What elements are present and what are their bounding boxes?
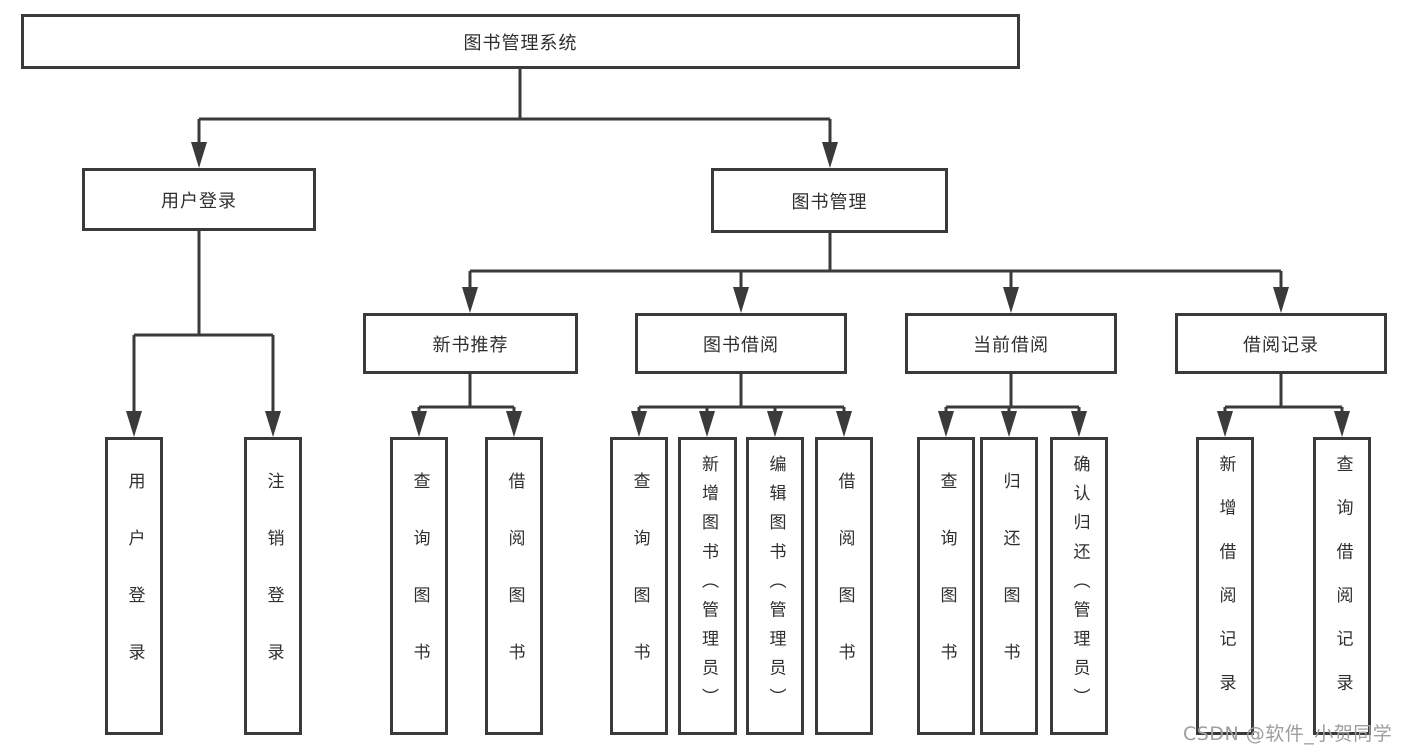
arrow-icon: [265, 411, 281, 437]
arrow-icon: [822, 142, 838, 168]
arrow-icon: [191, 142, 207, 168]
node-cb-return-label: 归还图书: [999, 472, 1020, 700]
arrow-icon: [836, 411, 852, 437]
node-br-add-label: 新增借阅记录: [1215, 455, 1236, 717]
node-bb-borrow-label: 借阅图书: [834, 472, 855, 700]
node-bb-add: 新增图书（管理员）: [678, 437, 737, 735]
connector-book-borrow-children: [637, 374, 846, 417]
node-borrow-record: 借阅记录: [1175, 313, 1387, 374]
connector-borrow-record-children: [1223, 374, 1344, 417]
node-bb-edit-label: 编辑图书（管理员）: [765, 455, 786, 717]
connector-book-mgmt-children: [468, 233, 1283, 293]
node-cb-query-label: 查询图书: [936, 472, 957, 700]
node-root: 图书管理系统: [21, 14, 1020, 69]
connector-current-borrow-children: [944, 374, 1081, 417]
node-bb-add-label: 新增图书（管理员）: [698, 455, 718, 717]
node-rec-borrow: 借阅图书: [485, 437, 543, 735]
node-cb-query: 查询图书: [917, 437, 975, 735]
node-br-query-label: 查询借阅记录: [1332, 455, 1353, 717]
arrow-icon: [1003, 287, 1019, 313]
node-br-query: 查询借阅记录: [1313, 437, 1371, 735]
node-bb-edit: 编辑图书（管理员）: [746, 437, 804, 735]
node-new-book-rec-label: 新书推荐: [432, 334, 509, 356]
node-br-add: 新增借阅记录: [1196, 437, 1254, 735]
node-cb-return: 归还图书: [980, 437, 1038, 735]
arrow-icon: [1273, 287, 1289, 313]
node-bb-query: 查询图书: [610, 437, 668, 735]
arrow-icon: [733, 287, 749, 313]
node-book-borrow-label: 图书借阅: [703, 334, 779, 356]
node-root-label: 图书管理系统: [463, 32, 578, 54]
arrow-icon: [462, 287, 478, 313]
node-new-book-rec: 新书推荐: [363, 313, 578, 374]
arrow-icon: [1071, 411, 1087, 437]
node-rec-borrow-label: 借阅图书: [504, 472, 525, 700]
arrow-icon: [1217, 411, 1233, 437]
node-current-borrow-label: 当前借阅: [973, 334, 1049, 356]
node-user-login-label: 用户登录: [161, 190, 237, 212]
arrow-icon: [411, 411, 427, 437]
node-leaf-user-login: 用户登录: [105, 437, 163, 735]
arrow-icon: [1334, 411, 1350, 437]
node-current-borrow: 当前借阅: [905, 313, 1117, 374]
node-cb-confirm: 确认归还（管理员）: [1050, 437, 1108, 735]
watermark: CSDN @软件_小贺同学: [1183, 723, 1393, 745]
node-rec-query-label: 查询图书: [409, 472, 430, 700]
node-rec-query: 查询图书: [390, 437, 448, 735]
arrow-icon: [767, 411, 783, 437]
arrow-icon: [938, 411, 954, 437]
node-cb-confirm-label: 确认归还（管理员）: [1069, 455, 1090, 717]
arrow-icon: [126, 411, 142, 437]
arrow-icon: [506, 411, 522, 437]
arrow-icon: [631, 411, 647, 437]
connector-root-to-level2: [197, 69, 832, 148]
node-user-login: 用户登录: [82, 168, 316, 231]
connector-user-login-children: [132, 231, 275, 417]
node-leaf-logout-label: 注销登录: [263, 472, 284, 700]
node-book-mgmt: 图书管理: [711, 168, 948, 233]
connector-new-book-rec-children: [417, 374, 516, 417]
node-leaf-user-login-label: 用户登录: [124, 472, 145, 700]
node-borrow-record-label: 借阅记录: [1243, 334, 1319, 356]
node-bb-borrow: 借阅图书: [815, 437, 873, 735]
arrowheads: [126, 142, 1350, 437]
node-bb-query-label: 查询图书: [629, 472, 650, 700]
node-book-mgmt-label: 图书管理: [791, 191, 868, 213]
node-book-borrow: 图书借阅: [635, 313, 847, 374]
node-leaf-logout: 注销登录: [244, 437, 302, 735]
arrow-icon: [1001, 411, 1017, 437]
arrow-icon: [699, 411, 715, 437]
